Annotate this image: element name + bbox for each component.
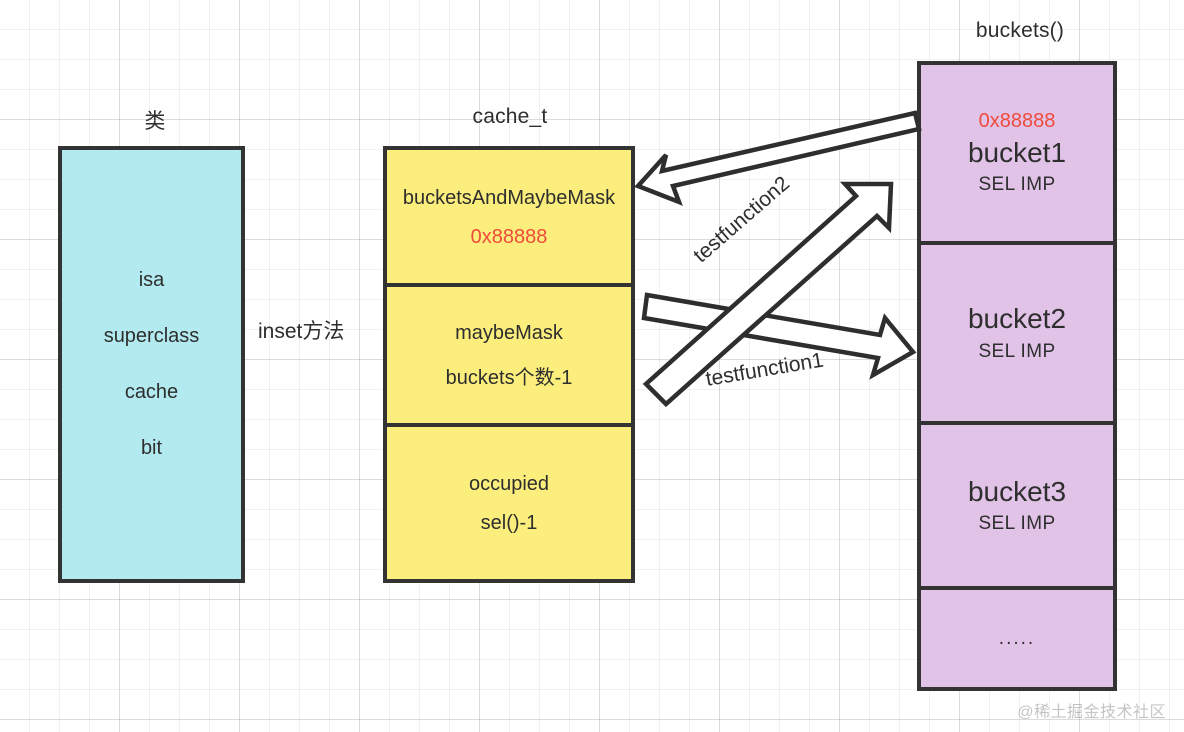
class-box-title: 类 [144,110,166,133]
class-struct-box: isa superclass cache bit [58,146,245,583]
bucket-ellipsis-text: ..... [998,627,1036,649]
cache-row-occupied: occupied sel()-1 [387,427,631,579]
cache-row-2-name: occupied [468,473,550,495]
cache-row-1-value: buckets个数-1 [445,367,573,389]
class-field-superclass: superclass [103,324,200,347]
arrow-label-testfunction1: testfunction1 [704,348,826,391]
cache-row-maybe-mask: maybeMask buckets个数-1 [387,287,631,427]
bucket-1-address: 0x88888 [978,109,1056,132]
bucket-row-2: bucket2 SEL IMP [921,245,1113,425]
bucket-2-name: bucket2 [967,303,1067,335]
bucket-row-1: 0x88888 bucket1 SEL IMP [921,65,1113,245]
cache-row-2-value: sel()-1 [480,512,538,534]
buckets-box-title: buckets() [975,19,1065,42]
cache-row-buckets-and-maybe-mask: bucketsAndMaybeMask 0x88888 [387,150,631,287]
class-field-isa: isa [138,268,165,291]
bucket-2-content: SEL IMP [978,340,1056,362]
cache-row-0-name: bucketsAndMaybeMask [402,186,616,209]
cache-box-title: cache_t [472,105,548,128]
bucket-row-ellipsis: ..... [921,590,1113,687]
watermark: @稀土掘金技术社区 [1017,704,1166,721]
cache-row-0-value: 0x88888 [470,225,548,248]
bucket-3-name: bucket3 [967,475,1067,507]
cache-t-struct-box: bucketsAndMaybeMask 0x88888 maybeMask bu… [383,146,635,583]
inset-method-label: inset方法 [258,320,345,343]
bucket-1-name: bucket1 [967,136,1067,168]
class-field-cache: cache [124,380,179,403]
arrow-label-testfunction2: testfunction2 [689,171,795,268]
cache-row-1-name: maybeMask [455,322,563,344]
bucket-3-content: SEL IMP [978,513,1056,535]
bucket-1-content: SEL IMP [978,174,1056,196]
class-field-bit: bit [140,436,163,459]
bucket-row-3: bucket3 SEL IMP [921,425,1113,590]
buckets-array-box: 0x88888 bucket1 SEL IMP bucket2 SEL IMP … [917,61,1117,691]
